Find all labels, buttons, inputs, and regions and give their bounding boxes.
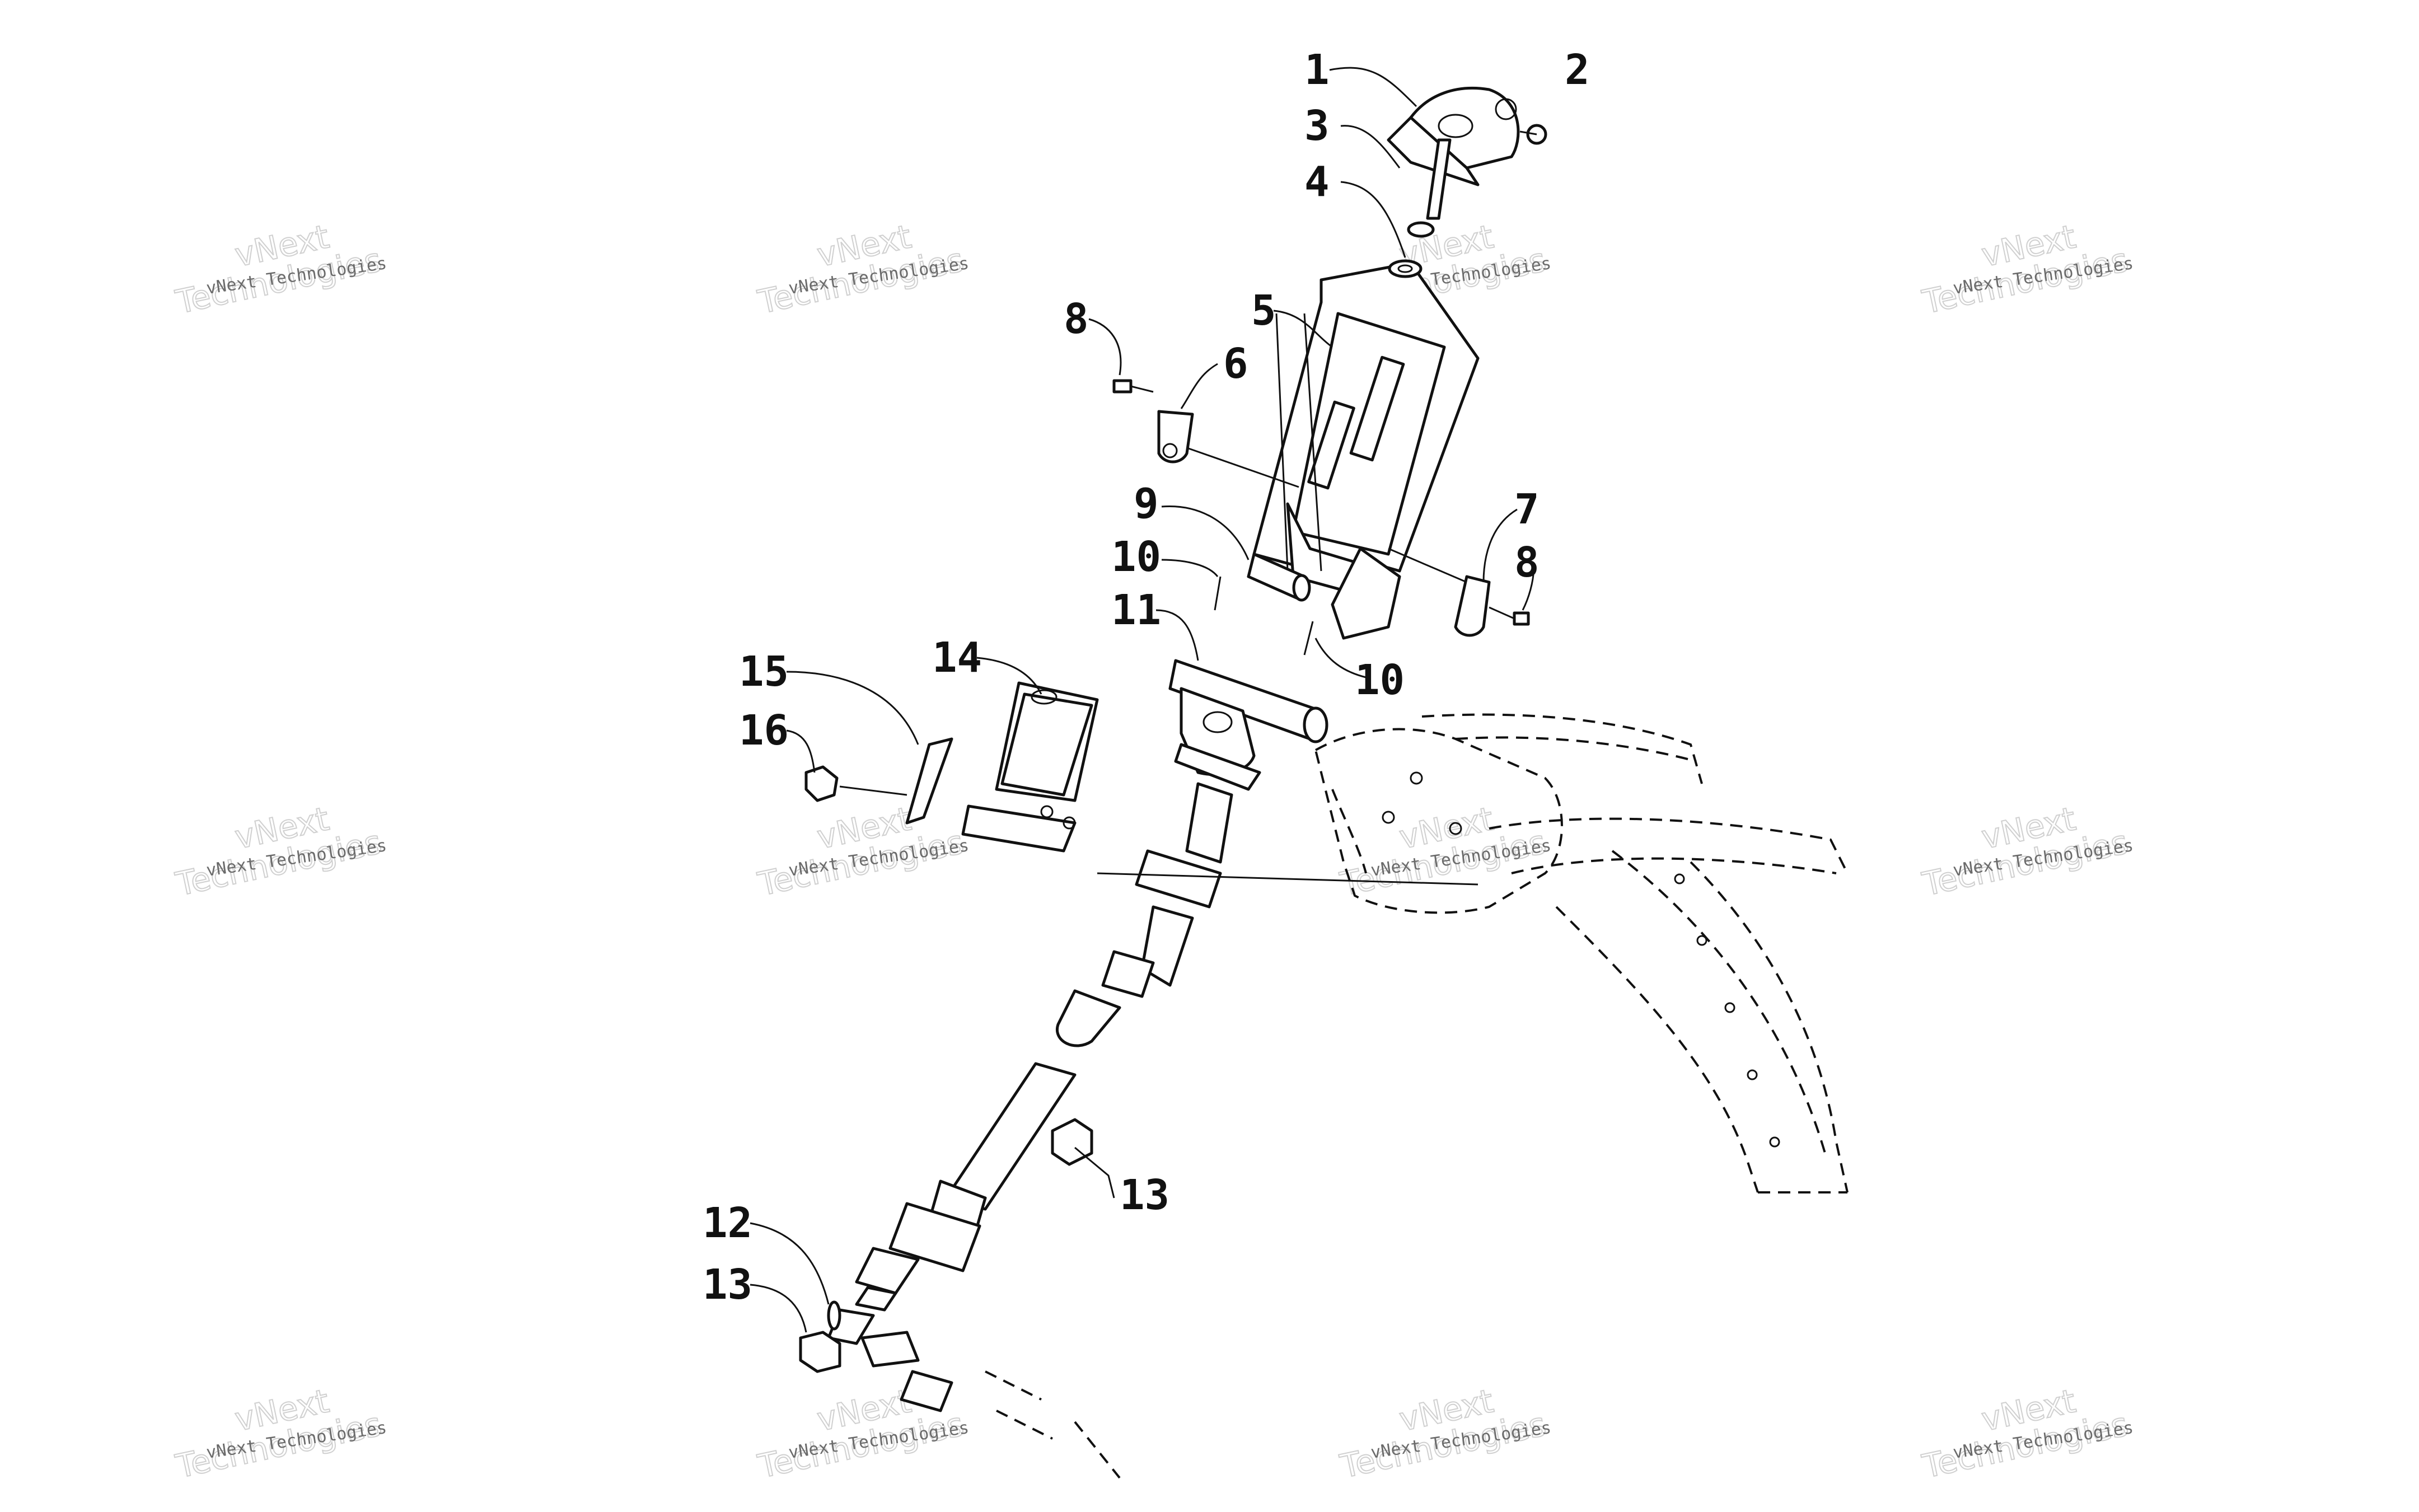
callout-5: 5 xyxy=(1251,287,1276,335)
callout-labels: 1 2 3 4 5 6 7 8 8 9 10 10 11 12 13 13 14… xyxy=(703,46,1590,1309)
callout-4: 4 xyxy=(1304,158,1330,206)
mounting-bracket xyxy=(1252,261,1480,640)
pivot-pin xyxy=(1247,553,1311,602)
adjuster-handle xyxy=(1387,86,1520,186)
callout-1: 1 xyxy=(1304,46,1330,94)
spring-left xyxy=(1214,576,1222,611)
callout-10-right: 10 xyxy=(1355,656,1405,704)
frame-outline xyxy=(985,713,1849,1479)
spring-right xyxy=(1303,621,1314,656)
callout-6: 6 xyxy=(1223,340,1248,388)
callout-14: 14 xyxy=(932,634,982,682)
watermark-layer: vNext Technologies vNext Technologies vN… xyxy=(172,217,2135,1486)
washer-3 xyxy=(1407,221,1435,238)
clip-right xyxy=(1454,575,1491,637)
clip-left xyxy=(1157,410,1194,464)
callout-7: 7 xyxy=(1514,485,1540,533)
callout-15: 15 xyxy=(739,648,789,696)
callout-13-upper: 13 xyxy=(1120,1171,1169,1219)
column-cover xyxy=(961,681,1099,853)
lower-steering-shaft xyxy=(827,1062,1077,1412)
handle-bolt xyxy=(1426,124,1547,220)
callout-2: 2 xyxy=(1565,46,1590,94)
steering-post xyxy=(1055,659,1478,1047)
callout-16: 16 xyxy=(739,706,789,755)
washer-4 xyxy=(1388,259,1423,278)
washer-lower xyxy=(827,1300,841,1331)
callout-11: 11 xyxy=(1111,586,1161,634)
screw-left xyxy=(1112,379,1299,488)
flange-bolt xyxy=(804,765,907,802)
callout-9: 9 xyxy=(1134,480,1159,528)
callout-12: 12 xyxy=(703,1199,752,1247)
screw-right xyxy=(1388,547,1530,626)
cover-plate xyxy=(905,737,953,825)
nut-upper xyxy=(1051,1118,1115,1199)
nut-lower xyxy=(799,1331,841,1373)
callout-8-left: 8 xyxy=(1064,295,1089,343)
callout-13-lower: 13 xyxy=(703,1261,752,1309)
leader-lines xyxy=(750,67,1535,1333)
callout-8-right: 8 xyxy=(1514,539,1540,587)
callout-10-left: 10 xyxy=(1111,533,1161,581)
callout-3: 3 xyxy=(1304,102,1330,150)
